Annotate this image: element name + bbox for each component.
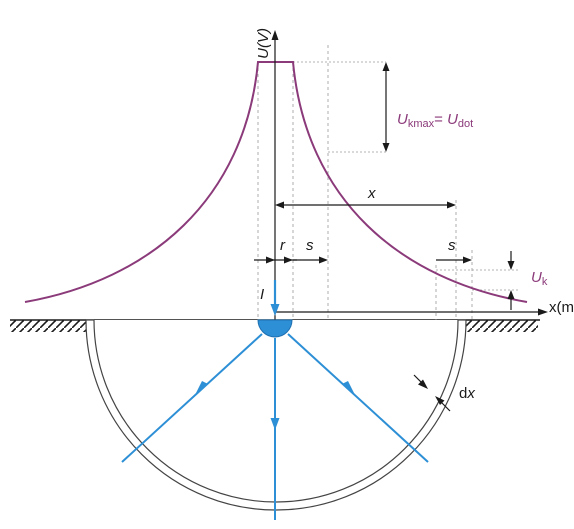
s-right-label: s: [448, 237, 456, 254]
potential-curve: [24, 61, 528, 303]
horizontal-guides: [293, 61, 518, 291]
uk-arrow-upper: [507, 261, 515, 270]
s-right-arrow: [463, 256, 472, 264]
s-left-label: s: [306, 237, 314, 254]
uk-label: Uk: [531, 269, 548, 288]
current-arrow-right: [342, 381, 355, 395]
current-arrow-left: [195, 381, 208, 395]
x-axis-arrow: [538, 308, 548, 316]
ukmax-arrow-bottom: [382, 143, 390, 152]
r-dimension-label: r: [280, 237, 286, 254]
dx-label: dx: [459, 385, 475, 402]
dx-tick-outer: [413, 374, 423, 384]
x-dimension-label: x: [367, 185, 376, 202]
dx-arrow-outer: [418, 379, 428, 389]
dx-tick-inner: [440, 401, 451, 412]
y-axis-arrow: [271, 30, 279, 40]
ukmax-equation-label: Ukmax= Udot: [397, 111, 473, 130]
y-axis-label: U(V): [255, 28, 272, 59]
current-inflow-arrow: [270, 304, 280, 316]
current-label: I: [260, 286, 264, 303]
dx-arrow-inner: [435, 396, 445, 405]
ukmax-arrow-top: [382, 62, 390, 71]
uk-arrow-lower: [507, 290, 515, 299]
s-left-arrow: [319, 256, 328, 264]
vertical-guides: [257, 45, 473, 320]
x-arrow-left: [275, 201, 284, 209]
x-arrow-right: [447, 201, 456, 209]
hemispherical-electrode: [257, 319, 293, 338]
r-arrow-right: [284, 256, 293, 264]
r-arrow-left: [266, 256, 275, 264]
current-arrow-down: [270, 418, 280, 430]
x-axis-label: x(m: [549, 299, 574, 316]
